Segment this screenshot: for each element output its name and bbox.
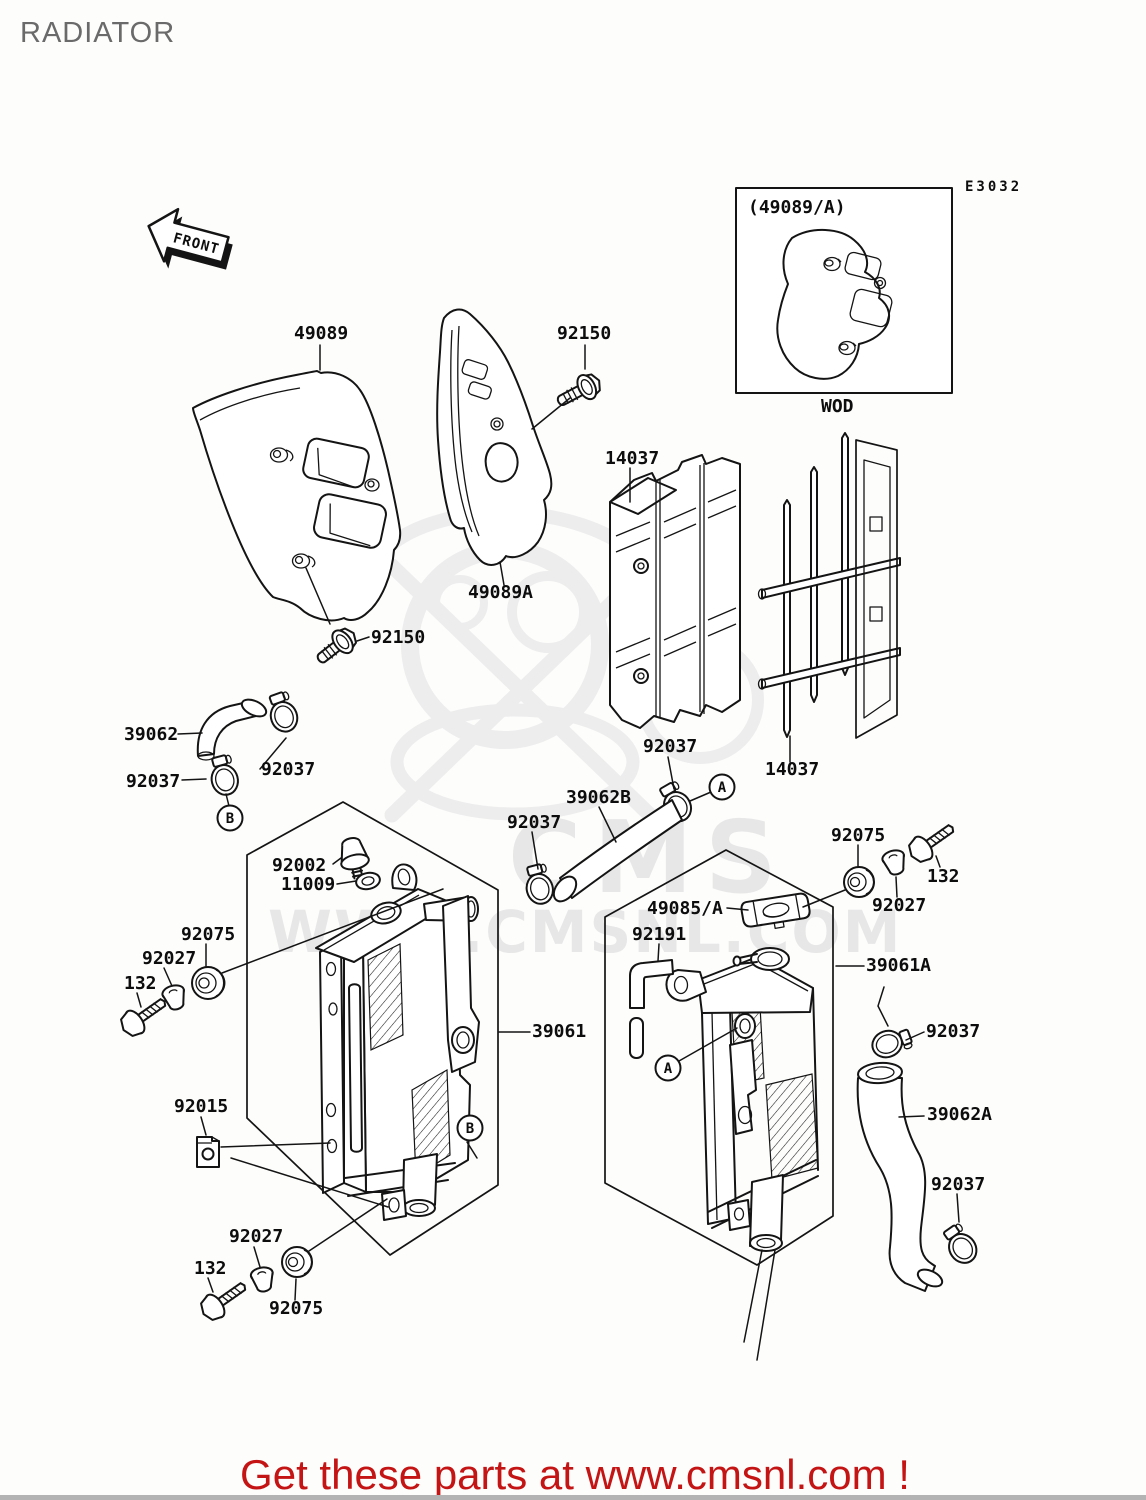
part-bracket-49089a <box>436 308 553 566</box>
bolt-92150-bottom <box>316 627 357 664</box>
outline-box-39061a <box>604 849 834 1266</box>
clamp-92037-6 <box>943 1223 978 1264</box>
hose-39062 <box>196 698 268 761</box>
front-direction-arrow: FRONT <box>147 207 233 270</box>
leader-lines <box>136 344 960 1301</box>
part-label-39062b: 39062B <box>566 787 631 808</box>
callout-b-1-letter: B <box>226 811 234 827</box>
bolt-132-bottom <box>200 1282 247 1321</box>
clamp-92037-1 <box>268 691 299 733</box>
collar-92027-bottom <box>249 1266 274 1293</box>
part-label-49089: 49089 <box>294 323 348 344</box>
grommet-92075-left <box>191 966 226 1000</box>
part-label-132-right: 132 <box>927 866 960 887</box>
clamp-92037-3 <box>525 863 554 905</box>
inset-variant-box: (49089/A) WOD <box>735 187 953 417</box>
clamp-92037-2 <box>210 754 239 796</box>
hose-39062b <box>552 799 683 903</box>
part-label-132-bottom: 132 <box>194 1258 227 1279</box>
clip-92015 <box>196 1136 220 1168</box>
part-label-14037-top: 14037 <box>605 448 659 469</box>
part-label-92075-bottom: 92075 <box>269 1298 323 1319</box>
collar-92027-right <box>881 849 905 876</box>
clamp-92037-5 <box>871 1028 913 1059</box>
hose-39062a <box>856 1061 944 1292</box>
part-label-39062a: 39062A <box>927 1104 992 1125</box>
radiator-inlet-ring <box>734 1013 756 1039</box>
part-label-92027-bottom: 92027 <box>229 1226 283 1247</box>
part-label-49085a: 49085/A <box>647 898 723 919</box>
part-label-92191: 92191 <box>632 924 686 945</box>
part-label-132-left: 132 <box>124 973 157 994</box>
part-label-92037-3: 92037 <box>643 736 697 757</box>
inset-panel-drawing <box>776 228 893 380</box>
cover-boss-right <box>364 478 380 492</box>
callout-a-2-letter: A <box>664 1061 673 1077</box>
part-label-92002: 92002 <box>272 855 326 876</box>
diagram-code: E3032 <box>965 179 1022 195</box>
part-label-92075-left: 92075 <box>181 924 235 945</box>
part-label-92150-top: 92150 <box>557 323 611 344</box>
callout-b-2-letter: B <box>466 1121 474 1137</box>
collar-92027-left <box>161 984 185 1011</box>
radiator-39061 <box>315 863 480 1221</box>
page-title: RADIATOR <box>20 17 175 49</box>
part-label-92037-1: 92037 <box>261 759 315 780</box>
part-label-39062: 39062 <box>124 724 178 745</box>
part-side-cover-49089 <box>192 370 402 622</box>
part-labels: 49089 92150 14037 49089A 92150 39062 920… <box>124 323 992 1319</box>
inset-variant-label: (49089/A) <box>748 197 846 218</box>
grommet-92075-right <box>843 866 875 898</box>
cover-boss-bottom <box>291 553 316 569</box>
callout-a-1-letter: A <box>718 780 727 796</box>
part-louver-14037 <box>609 454 741 729</box>
bottom-strip <box>0 1495 1146 1500</box>
part-label-92015: 92015 <box>174 1096 228 1117</box>
part-screen-14037 <box>757 432 901 739</box>
bolt-132-right <box>908 824 955 863</box>
part-label-11009: 11009 <box>281 874 335 895</box>
callout-b-1: B <box>216 804 244 832</box>
part-label-49089a: 49089A <box>468 582 533 603</box>
bolt-132-left <box>120 998 167 1037</box>
part-label-92027-right: 92027 <box>872 895 926 916</box>
callout-b-2: B <box>456 1114 484 1142</box>
part-label-39061a: 39061A <box>866 955 931 976</box>
part-label-92075-right: 92075 <box>831 825 885 846</box>
part-label-39061: 39061 <box>532 1021 586 1042</box>
part-label-92037-5: 92037 <box>926 1021 980 1042</box>
bolt-92002 <box>340 837 370 880</box>
inset-caption: WOD <box>821 396 854 417</box>
part-label-92037-2: 92037 <box>126 771 180 792</box>
part-label-92037-4: 92037 <box>507 812 561 833</box>
footer-cta-link[interactable]: Get these parts at www.cmsnl.com ! <box>240 1451 910 1498</box>
grommet-92075-bottom <box>281 1246 313 1278</box>
callout-a-1: A <box>708 773 736 801</box>
part-label-14037-bottom: 14037 <box>765 759 819 780</box>
radiator-39061a <box>665 947 819 1361</box>
outline-box-39061 <box>246 801 499 1256</box>
louver-slats <box>615 489 737 669</box>
callout-a-2: A <box>654 1054 682 1082</box>
bolt-92150-top <box>556 373 601 406</box>
part-label-92037-6: 92037 <box>931 1174 985 1195</box>
hose-92191 <box>629 959 674 1059</box>
part-label-92027-left: 92027 <box>142 948 196 969</box>
washer-11009 <box>355 871 381 891</box>
part-label-92150-bottom: 92150 <box>371 627 425 648</box>
cover-boss-top <box>269 447 294 463</box>
